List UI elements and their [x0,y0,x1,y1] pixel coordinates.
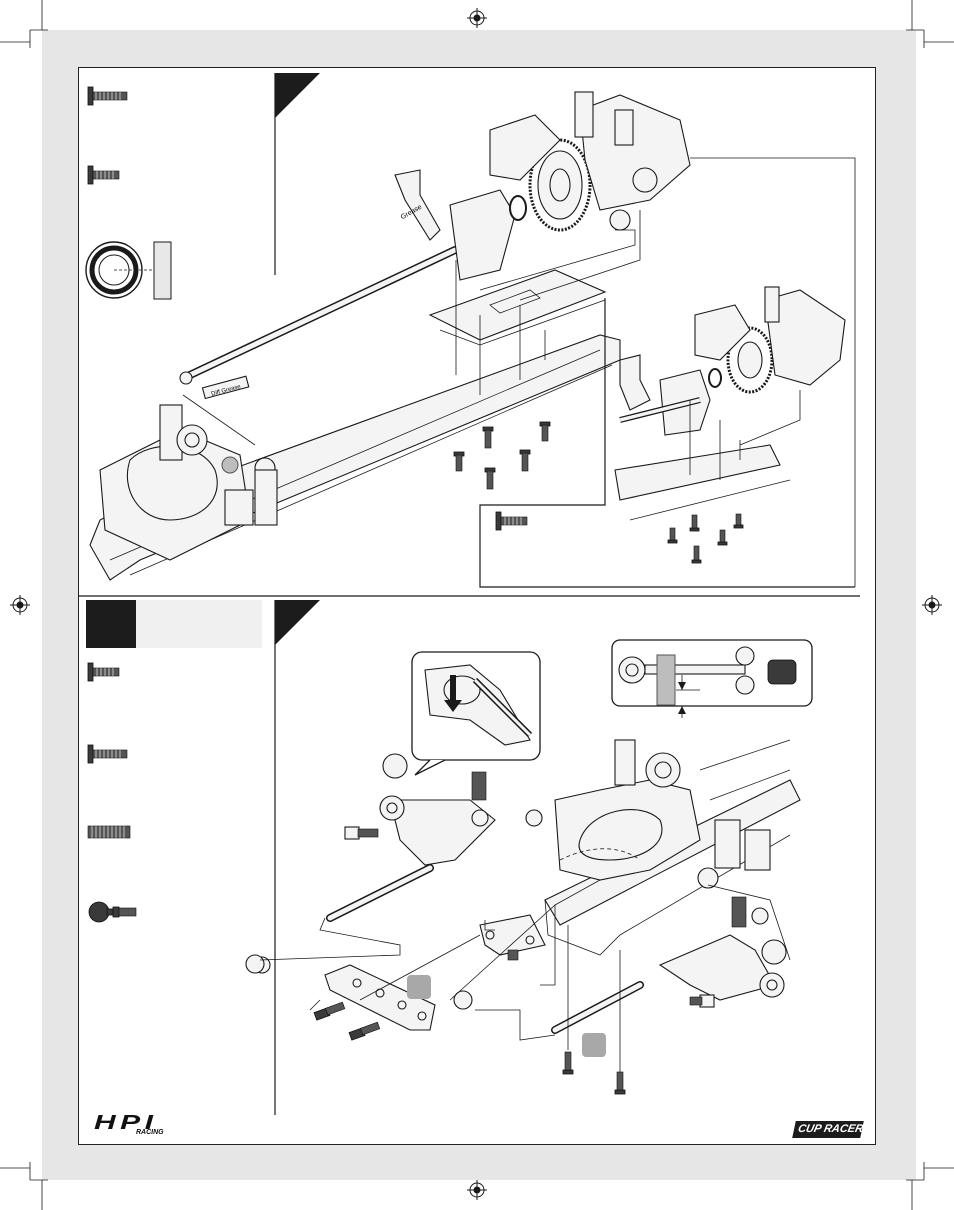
alternate-setup-inset [479,298,855,588]
screw-icon [87,662,120,682]
screw-icon [495,511,528,531]
section-title-box [136,600,262,648]
bulkhead-plate [394,169,607,346]
front-brace [245,914,546,1031]
screw-icon [87,744,128,764]
hpi-logo-text: HPI [94,1112,158,1134]
measurement-detail [611,639,813,718]
set-screw-icon [87,825,131,839]
front-gearbox [99,404,278,561]
assembly-guide-lines [182,157,856,587]
assembly-guide-lines [259,879,791,1080]
step-badge-bottom [275,600,320,645]
screw-icon [313,1001,626,1095]
cup-racer-logo-text: CUP RACER [796,1123,865,1135]
hpi-racing-logo: HPI RACING [94,1112,190,1140]
suspension-arm-left [326,753,543,922]
suspension-arm-right [551,896,787,1034]
bearing-icon [85,241,172,300]
ball-stud-icon [88,901,137,923]
registration-mark-icon [10,8,942,1200]
spur-gear-diff [489,91,691,232]
grease-tube: Diff Grease [201,375,250,400]
section-number-box [86,600,136,648]
highlight-marker [582,1033,606,1057]
step-badge-top [275,73,320,118]
cup-racer-logo: CUP RACER [792,1121,864,1138]
inset-assembly [614,286,846,564]
screw-icon [453,421,551,490]
detail-callout [411,651,541,776]
highlight-marker [407,975,431,999]
chassis-rear-section [544,739,801,956]
hpi-logo-subtext: RACING [136,1129,164,1136]
screw-icon [87,165,120,185]
screw-icon [87,86,128,106]
